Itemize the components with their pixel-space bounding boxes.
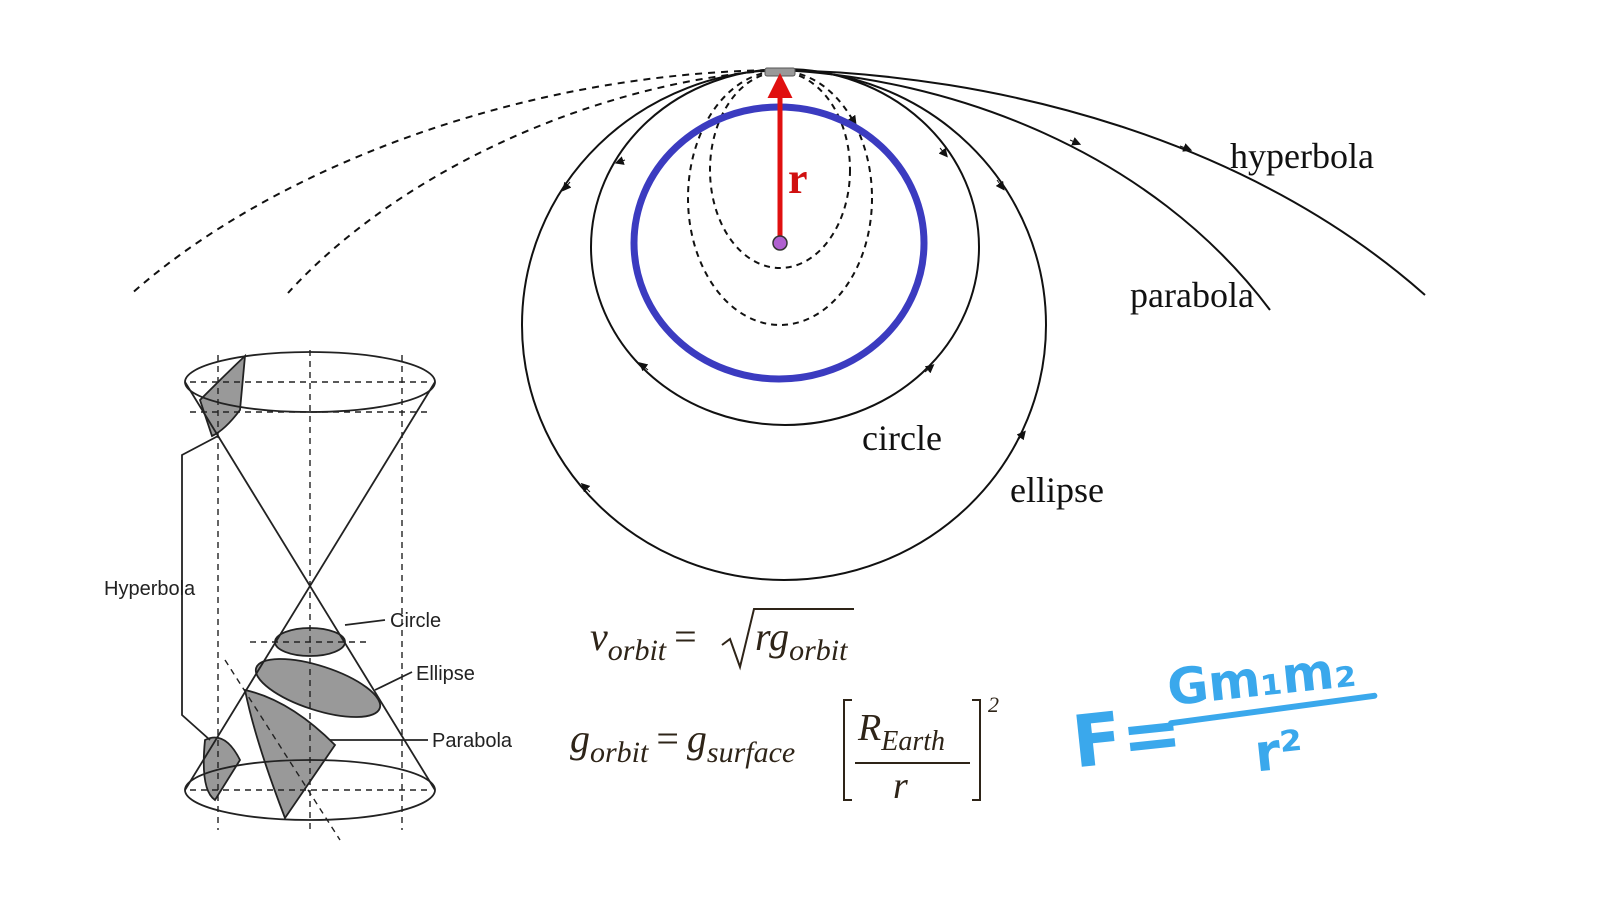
svg-text:rgorbit: rgorbit bbox=[755, 614, 848, 667]
hyperbola-orbit bbox=[779, 69, 1426, 296]
orbit-direction-arrows bbox=[562, 114, 1193, 493]
orbital-velocity-equation: vorbit= rgorbit bbox=[590, 608, 854, 671]
hyperbola-label: hyperbola bbox=[1230, 136, 1374, 176]
svg-text:Gm₁m₂: Gm₁m₂ bbox=[1164, 640, 1358, 717]
cone-circle-label: Circle bbox=[390, 610, 441, 632]
conic-sections-cone bbox=[181, 350, 436, 841]
planet bbox=[772, 235, 788, 251]
dashed-parabola-branch bbox=[287, 69, 781, 294]
cone-ellipse-label: Ellipse bbox=[416, 663, 475, 685]
ellipse-label: ellipse bbox=[1010, 470, 1104, 510]
svg-text:vorbit=: vorbit= bbox=[590, 614, 697, 667]
radius-label: r bbox=[788, 154, 808, 203]
gravitation-formula-handwritten: F= Gm₁m₂ r² bbox=[1068, 640, 1378, 785]
dashed-hyperbola-branch bbox=[129, 69, 781, 296]
parabola-label: parabola bbox=[1130, 275, 1254, 315]
cone-hyperbola-label: Hyperbola bbox=[104, 578, 196, 600]
circle-label: circle bbox=[862, 418, 942, 458]
svg-text:gorbit=gsurface: gorbit=gsurface bbox=[570, 716, 795, 769]
svg-text:r²: r² bbox=[1252, 720, 1306, 785]
parabola-orbit bbox=[779, 69, 1271, 311]
svg-text:r: r bbox=[893, 765, 908, 807]
svg-text:2: 2 bbox=[988, 692, 999, 717]
satellite bbox=[764, 67, 796, 77]
orbital-gravity-equation: gorbit=gsurface REarth r 2 bbox=[570, 692, 999, 807]
cone-parabola-label: Parabola bbox=[432, 730, 513, 752]
svg-text:F=: F= bbox=[1068, 689, 1186, 784]
svg-text:REarth: REarth bbox=[857, 707, 945, 757]
